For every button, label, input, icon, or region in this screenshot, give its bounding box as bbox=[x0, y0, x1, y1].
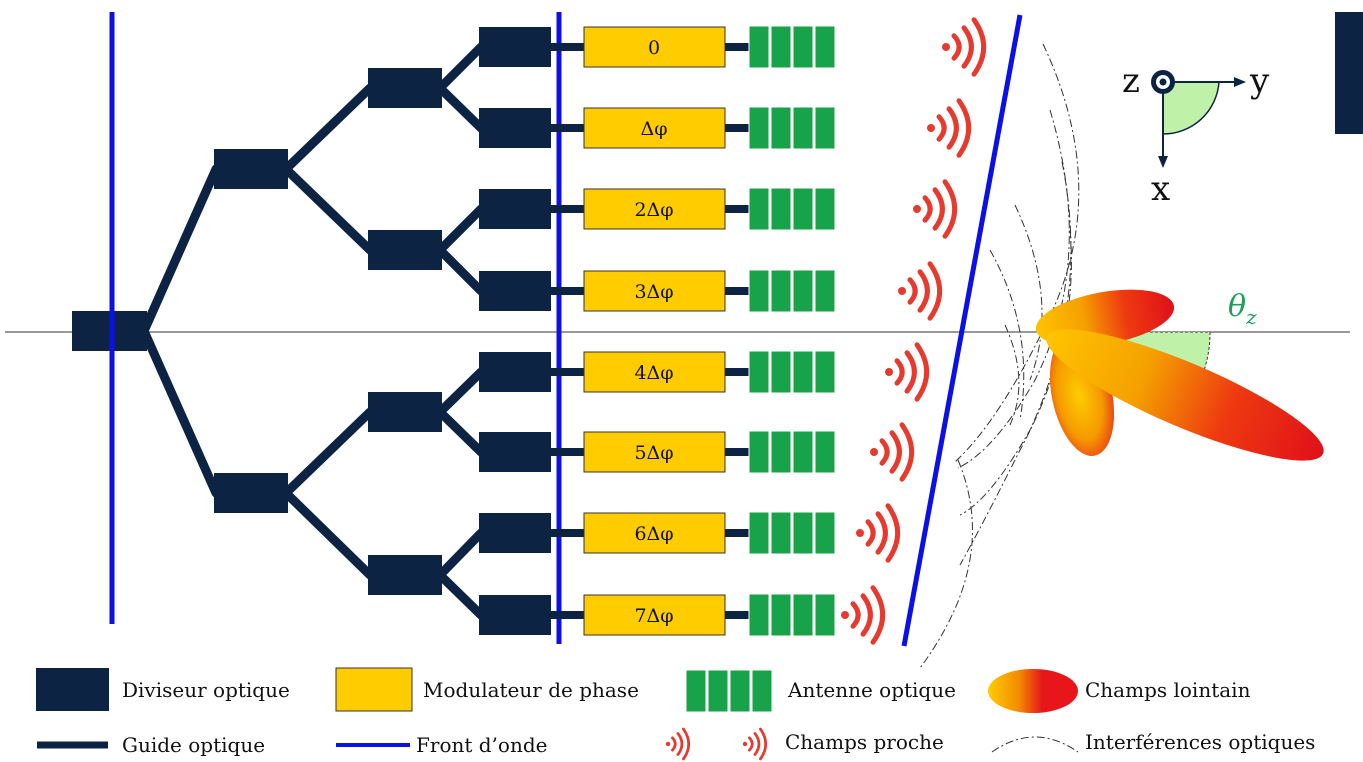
waveguide-segment bbox=[139, 164, 221, 336]
legend-modulator-label: Modulateur de phase bbox=[423, 678, 639, 702]
edge-bar bbox=[1335, 12, 1363, 134]
splitter-level-2 bbox=[368, 555, 442, 595]
phase-modulator-label: 5Δφ bbox=[634, 442, 673, 464]
optical-antenna bbox=[748, 511, 836, 555]
splitter-level-3 bbox=[479, 513, 551, 553]
waveguide-segment bbox=[435, 204, 486, 255]
channel-row: 0 bbox=[551, 25, 836, 69]
phase-modulator-label: 4Δφ bbox=[634, 362, 673, 384]
phase-modulator bbox=[583, 26, 726, 68]
near-field-icon bbox=[942, 17, 987, 77]
y-axis-label: y bbox=[1249, 61, 1270, 101]
near-field-icon bbox=[856, 503, 901, 563]
channel-row: 7Δφ bbox=[551, 593, 836, 637]
channel-row: Δφ bbox=[551, 106, 836, 150]
optical-antenna bbox=[748, 350, 836, 394]
phase-modulator bbox=[583, 351, 726, 393]
phase-modulator-label: Δφ bbox=[640, 118, 667, 140]
channel-row: 5Δφ bbox=[551, 430, 836, 474]
splitter-level-2 bbox=[368, 230, 442, 270]
waveguide-segment bbox=[435, 570, 486, 620]
legend: Diviseur optique Modulateur de phase Ant… bbox=[36, 667, 1315, 761]
legend-waveguide-label: Guide optique bbox=[122, 733, 265, 757]
legend-far-field-swatch bbox=[988, 669, 1078, 713]
waveguide-segment bbox=[435, 407, 486, 457]
phase-modulator-label: 3Δφ bbox=[634, 281, 673, 303]
splitter-level-1 bbox=[214, 473, 288, 513]
phase-modulator-label: 2Δφ bbox=[634, 199, 673, 221]
splitter-level-3 bbox=[479, 432, 551, 472]
legend-antenna-label: Antenne optique bbox=[787, 678, 956, 702]
phase-modulator bbox=[583, 107, 726, 149]
waveguide-tree bbox=[139, 42, 486, 620]
waveguide-segment bbox=[281, 83, 375, 174]
splitter-level-1 bbox=[214, 149, 288, 189]
output-wavefront-line bbox=[901, 14, 1023, 647]
waveguide-segment bbox=[435, 245, 486, 296]
optical-antenna bbox=[748, 187, 836, 231]
near-field-icon bbox=[927, 98, 972, 158]
legend-splitter-swatch bbox=[36, 668, 109, 711]
legend-modulator-swatch bbox=[335, 667, 413, 712]
waveguide-segment bbox=[281, 488, 375, 580]
optical-antenna bbox=[748, 593, 836, 637]
channel-row: 3Δφ bbox=[551, 269, 836, 313]
splitter-level-3 bbox=[479, 108, 551, 148]
near-field-icon bbox=[870, 422, 915, 482]
splitter-group bbox=[72, 27, 551, 635]
phase-modulator-label: 0 bbox=[648, 37, 660, 59]
phase-modulator-label: 7Δφ bbox=[634, 605, 673, 627]
far-field-lobes bbox=[1035, 289, 1324, 461]
channel-row: 6Δφ bbox=[551, 511, 836, 555]
near-field-group bbox=[841, 17, 987, 645]
near-field-icon bbox=[898, 261, 943, 321]
splitter-level-2 bbox=[368, 68, 442, 108]
splitter-level-3 bbox=[479, 595, 551, 635]
x-axis-label: x bbox=[1151, 169, 1170, 209]
splitter-level-3 bbox=[479, 352, 551, 392]
legend-interference-swatch bbox=[991, 736, 1079, 753]
splitter-level-3 bbox=[479, 271, 551, 311]
waveguide-segment bbox=[281, 164, 375, 255]
legend-wavefront-label: Front d’onde bbox=[416, 733, 547, 757]
coordinate-axes: z y x bbox=[1122, 61, 1270, 209]
phase-modulator-label: 6Δφ bbox=[634, 523, 673, 545]
waveguide-segment bbox=[435, 42, 486, 93]
channel-group: 0Δφ 2Δφ 3Δφ 4Δφ 5Δφ 6Δφ 7Δφ bbox=[551, 25, 836, 637]
phase-modulator bbox=[583, 512, 726, 554]
near-field-icon bbox=[742, 727, 768, 761]
near-field-icon bbox=[841, 585, 886, 645]
waveguide-segment bbox=[139, 326, 221, 498]
near-field-icon bbox=[885, 342, 930, 402]
waveguide-segment bbox=[281, 407, 375, 498]
channel-row: 4Δφ bbox=[551, 350, 836, 394]
splitter-level-2 bbox=[368, 392, 442, 432]
legend-antenna-swatch bbox=[685, 669, 773, 713]
optical-antenna bbox=[748, 25, 836, 69]
waveguide-segment bbox=[435, 83, 486, 133]
splitter-level-3 bbox=[479, 27, 551, 67]
phase-modulator bbox=[583, 270, 726, 312]
legend-splitter-label: Diviseur optique bbox=[122, 678, 290, 702]
interference-arcs bbox=[919, 43, 1080, 669]
legend-far-field-label: Champs lointain bbox=[1085, 678, 1251, 702]
near-field-icon bbox=[913, 179, 958, 239]
waveguide-segment bbox=[435, 528, 486, 580]
legend-interference-label: Interférences optiques bbox=[1085, 730, 1315, 754]
legend-near-field-label: Champs proche bbox=[785, 730, 944, 754]
near-field-icon bbox=[665, 727, 691, 761]
angle-label: θz bbox=[1228, 289, 1257, 329]
optical-antenna bbox=[748, 430, 836, 474]
optical-antenna bbox=[748, 269, 836, 313]
legend-near-field-swatch bbox=[665, 727, 768, 761]
splitter-level-3 bbox=[479, 189, 551, 229]
channel-row: 2Δφ bbox=[551, 187, 836, 231]
phase-modulator bbox=[583, 431, 726, 473]
optical-antenna bbox=[748, 106, 836, 150]
phase-modulator bbox=[583, 594, 726, 636]
waveguide-segment bbox=[435, 367, 486, 417]
z-axis-label: z bbox=[1122, 61, 1140, 101]
